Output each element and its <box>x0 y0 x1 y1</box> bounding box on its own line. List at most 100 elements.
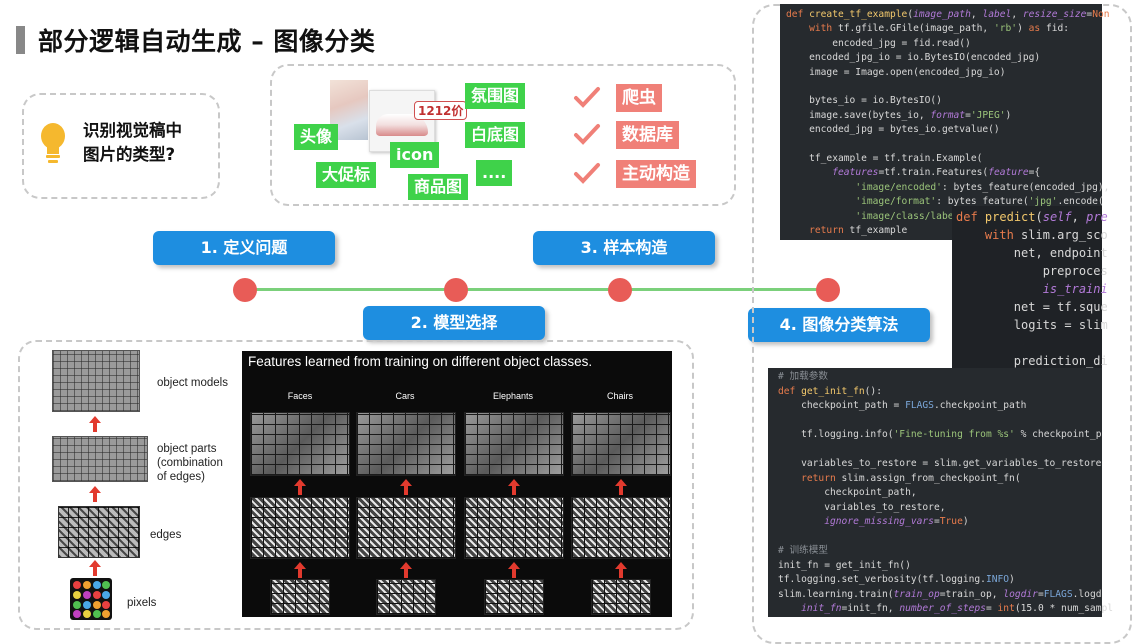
object-models-image <box>52 350 140 412</box>
code-line: 'image/encoded': bytes_feature(encoded_j… <box>855 181 1110 193</box>
timeline-dot <box>444 278 468 302</box>
image-types-box <box>270 64 736 206</box>
code-panel-predict: def predict(self, pre with slim.arg_sco … <box>952 206 1108 376</box>
tag-atmosphere: 氛围图 <box>465 83 526 109</box>
up-arrow-icon <box>89 416 101 432</box>
question-box <box>22 93 220 199</box>
price-tag: 1212价 <box>414 101 468 120</box>
code-line: is_traini <box>1042 282 1108 296</box>
check-icon <box>574 163 600 184</box>
source-constructed: 主动构造 <box>616 160 696 188</box>
code-line: 'image/format': bytes_feature('jpg'.enco… <box>855 196 1104 208</box>
step-model-selection: 2. 模型选择 <box>363 306 545 340</box>
code-line: return tf_example <box>809 225 908 237</box>
class-label-elephants: Elephants <box>492 391 534 401</box>
object-parts-image <box>52 436 148 482</box>
code-line: tf.logging.set_verbosity(tf.logging.INFO… <box>778 574 1015 585</box>
code-line: preproces <box>956 264 1108 278</box>
timeline-line <box>244 288 830 291</box>
elephants-edge-features <box>484 579 544 615</box>
check-icon <box>574 87 600 108</box>
class-label-cars: Cars <box>395 391 415 401</box>
label-pixels: pixels <box>127 597 157 609</box>
code-line: bytes_io = io.BytesIO() <box>786 95 942 107</box>
timeline-dot <box>816 278 840 302</box>
code-line: encoded_jpg_io = io.BytesIO(encoded_jpg) <box>786 52 1041 64</box>
code-line: init_fn=init_fn, number_of_steps= int(15… <box>801 603 1114 614</box>
timeline-dot <box>608 278 632 302</box>
title-accent-bar <box>16 26 25 54</box>
code-line: def create_tf_example(image_path, label,… <box>786 9 1110 20</box>
code-line: tf_example = tf.train.Example( <box>786 153 983 165</box>
question-line-1: 识别视觉稿中 <box>83 121 182 140</box>
code-line: variables_to_restore, <box>778 501 946 513</box>
code-line <box>786 138 1102 152</box>
code-line: variables_to_restore = slim.get_variable… <box>778 458 1102 469</box>
code-panel-training: # 加载参数 def get_init_fn(): checkpoint_pat… <box>768 368 1114 617</box>
shoe-image <box>376 114 428 136</box>
source-database: 数据库 <box>616 121 679 149</box>
faces-object-features <box>250 412 350 476</box>
code-line: features=tf.train.Features(feature={ <box>832 167 1041 179</box>
cars-edge-features <box>376 579 436 615</box>
code-line: # 训练模型 <box>778 545 828 556</box>
cnn-features-box <box>18 340 694 630</box>
elephants-part-features <box>464 497 564 559</box>
code-line: net = tf.sque <box>956 300 1108 314</box>
code-line: tf.logging.info('Fine-tuning from %s' % … <box>778 429 1102 440</box>
code-line: with tf.gfile.GFile(image_path, 'rb') as… <box>809 23 1070 35</box>
up-arrow-icon <box>400 562 412 578</box>
code-line: logits = slim <box>956 318 1108 332</box>
up-arrow-icon <box>294 562 306 578</box>
up-arrow-icon <box>615 562 627 578</box>
code-line <box>778 414 1102 429</box>
code-line: encoded_jpg = fid.read() <box>786 37 971 49</box>
tag-more: .... <box>476 160 513 186</box>
code-line <box>778 443 1102 458</box>
faces-edge-features <box>270 579 330 615</box>
code-line: checkpoint_path, <box>778 487 917 498</box>
timeline-dot <box>233 278 257 302</box>
tag-promo: 大促标 <box>316 162 377 188</box>
code-line: image = Image.open(encoded_jpg_io) <box>786 66 1006 78</box>
pixels-image <box>70 578 112 620</box>
up-arrow-icon <box>89 486 101 502</box>
tag-white-bg: 白底图 <box>465 122 526 148</box>
question-text: 识别视觉稿中 图片的类型? <box>83 119 213 167</box>
code-line: def get_init_fn(): <box>778 385 882 397</box>
tag-product: 商品图 <box>408 174 469 200</box>
class-label-faces: Faces <box>287 391 313 401</box>
elephants-object-features <box>464 412 564 476</box>
up-arrow-icon <box>89 560 101 576</box>
features-panel-title: Features learned from training on differ… <box>248 354 593 369</box>
code-line: return slim.assign_from_checkpoint_fn( <box>801 472 1021 484</box>
code-line: def predict(self, pre <box>956 210 1108 224</box>
chairs-part-features <box>571 497 671 559</box>
code-line: with slim.arg_sco <box>984 228 1108 242</box>
up-arrow-icon <box>508 562 520 578</box>
step-classification-algorithm: 4. 图像分类算法 <box>748 308 930 342</box>
code-line: checkpoint_path = FLAGS.checkpoint_path <box>778 400 1027 411</box>
check-icon <box>574 124 600 145</box>
up-arrow-icon <box>508 479 520 495</box>
up-arrow-icon <box>400 479 412 495</box>
code-line: init_fn = get_init_fn() <box>778 559 911 571</box>
code-line: encoded_jpg = bytes_io.getvalue() <box>786 124 1000 136</box>
step-sample-construction: 3. 样本构造 <box>533 231 715 265</box>
lightbulb-icon <box>41 123 65 163</box>
tag-icon: icon <box>390 142 440 168</box>
source-crawler: 爬虫 <box>616 84 662 112</box>
tag-avatar: 头像 <box>294 124 339 150</box>
label-object-models: object models <box>157 377 228 389</box>
code-line: # 加载参数 <box>778 371 828 382</box>
up-arrow-icon <box>294 479 306 495</box>
label-edges: edges <box>150 529 182 541</box>
step-define-problem: 1. 定义问题 <box>153 231 335 265</box>
chairs-edge-features <box>591 579 651 615</box>
code-line: slim.learning.train(train_op=train_op, l… <box>778 588 1102 600</box>
features-panel: Features learned from training on differ… <box>242 351 672 617</box>
code-line: prediction_di <box>956 354 1108 368</box>
code-panel-create-tf-example: def create_tf_example(image_path, label,… <box>780 4 1110 240</box>
code-line: ignore_missing_vars=True) <box>824 516 969 527</box>
class-label-chairs: Chairs <box>606 391 633 401</box>
